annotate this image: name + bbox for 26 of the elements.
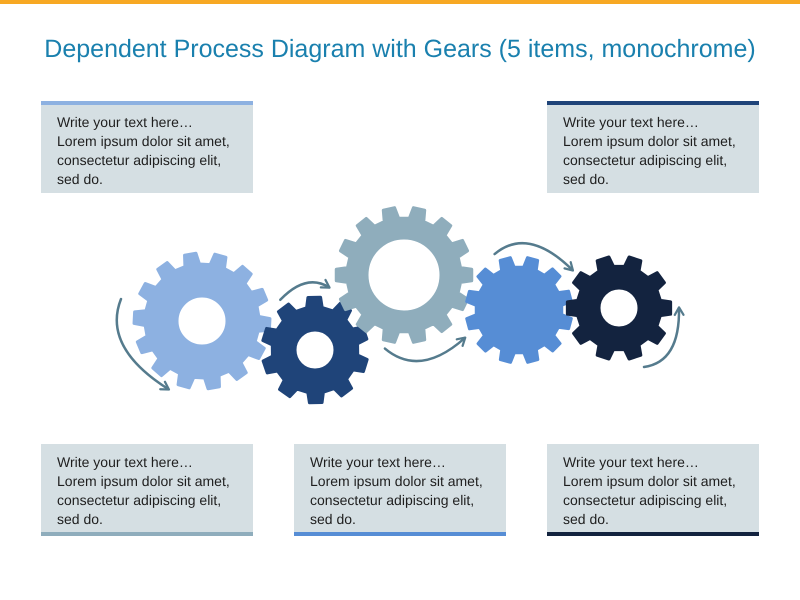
curved-arrow [493,242,574,272]
prompt-text: Write your text here… [57,453,194,472]
prompt-text: Write your text here… [563,453,700,472]
body-text: Lorem ipsum dolor sit amet, consectetur adipiscing elit, sed do. [310,472,484,529]
prompt-text: Write your text here… [310,453,447,472]
text-panel [547,444,759,536]
body-text: Lorem ipsum dolor sit amet, consectetur adipiscing elit, sed do. [57,132,231,189]
text-panel [41,444,253,536]
text-panel [294,444,506,536]
prompt-text: Write your text here… [57,113,194,132]
text-panel [547,101,759,193]
curved-arrow [279,279,331,302]
gear-icon [333,204,475,346]
prompt-text: Write your text here… [563,113,700,132]
title: Dependent Process Diagram with Gears (5 items, monochrome) [44,35,756,63]
text-panel [41,101,253,193]
curved-arrow [642,306,684,368]
body-text: Lorem ipsum dolor sit amet, consectetur adipiscing elit, sed do. [57,472,231,529]
gear-icon [463,254,575,366]
gear-icon [259,294,371,406]
body-text: Lorem ipsum dolor sit amet, consectetur adipiscing elit, sed do. [563,132,737,189]
gear-icon [131,250,273,392]
gear-icon [564,253,674,363]
curved-arrow [116,298,170,391]
curved-arrow [384,336,466,362]
body-text: Lorem ipsum dolor sit amet, consectetur adipiscing elit, sed do. [563,472,737,529]
